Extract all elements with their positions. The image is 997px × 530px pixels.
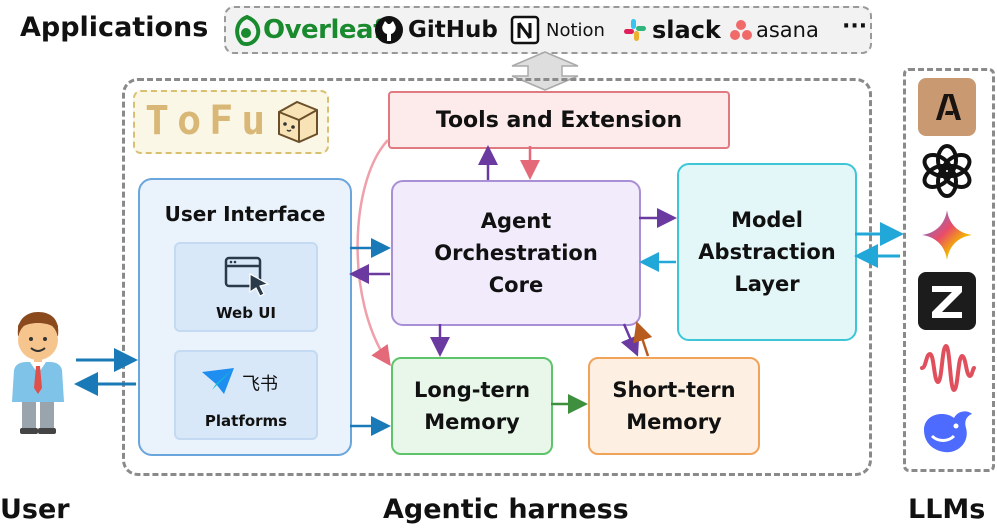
applications-label: Applications bbox=[20, 12, 209, 43]
asana-label: asana bbox=[756, 18, 819, 42]
agentic-harness-container bbox=[122, 78, 872, 476]
user-interface-box[interactable]: User Interface Web UI 飞书 Platforms bbox=[138, 178, 352, 456]
feishu-glyph: 飞书 bbox=[242, 374, 278, 395]
tools-extension-box[interactable]: Tools and Extension bbox=[388, 91, 730, 149]
user-interface-title: User Interface bbox=[164, 202, 326, 226]
github-label: GitHub bbox=[408, 17, 498, 43]
platforms-label: Platforms bbox=[204, 412, 288, 430]
user-avatar-icon bbox=[12, 312, 64, 434]
core-line-2: Orchestration bbox=[434, 241, 598, 265]
model-line-2: Abstraction bbox=[698, 240, 836, 264]
overleaf-label: Overleaf bbox=[263, 15, 384, 45]
agent-orchestration-core-box[interactable]: Agent Orchestration Core bbox=[391, 180, 641, 326]
llms-label: LLMs bbox=[908, 494, 986, 525]
deepseek-icon bbox=[918, 402, 976, 460]
gemini-icon bbox=[918, 206, 976, 264]
slack-app[interactable]: slack bbox=[622, 12, 721, 48]
web-ui-card[interactable]: Web UI bbox=[174, 242, 318, 332]
short-term-memory-box[interactable]: Short-tern Memory bbox=[588, 357, 760, 455]
anthropic-icon bbox=[918, 78, 976, 136]
tools-to-long-term-arrow bbox=[356, 139, 391, 367]
notion-app[interactable]: Notion bbox=[510, 12, 605, 48]
core-to-short-term-arrow bbox=[620, 323, 640, 357]
browser-cursor-icon bbox=[224, 256, 270, 297]
web-ui-label: Web UI bbox=[216, 304, 276, 322]
applications-bar bbox=[224, 6, 872, 54]
short-term-to-core-arrow bbox=[633, 321, 653, 357]
user-label: User bbox=[0, 494, 70, 525]
feishu-icon bbox=[202, 368, 234, 394]
more-apps-ellipsis[interactable]: ··· bbox=[842, 14, 868, 39]
audio-wave-icon bbox=[918, 338, 976, 396]
long-term-line-1: Long-tern bbox=[413, 378, 531, 402]
tofu-mascot-icon bbox=[278, 100, 318, 144]
core-line-1: Agent bbox=[480, 209, 552, 233]
openai-icon bbox=[918, 142, 976, 200]
slack-label: slack bbox=[652, 16, 721, 44]
overleaf-app[interactable]: Overleaf bbox=[232, 12, 384, 48]
asana-app[interactable]: asana bbox=[730, 12, 819, 48]
short-term-line-2: Memory bbox=[626, 410, 722, 434]
tofu-logo-text: ToFu bbox=[145, 98, 274, 144]
llms-container bbox=[903, 68, 995, 472]
zhipu-icon bbox=[918, 272, 976, 330]
overleaf-icon bbox=[235, 14, 261, 46]
long-term-line-2: Memory bbox=[424, 410, 520, 434]
tofu-logo: ToFu bbox=[133, 90, 329, 154]
long-term-memory-box[interactable]: Long-tern Memory bbox=[391, 357, 553, 455]
slack-icon bbox=[624, 19, 646, 41]
asana-icon bbox=[730, 20, 752, 40]
github-app[interactable]: GitHub bbox=[374, 12, 498, 48]
agentic-harness-label: Agentic harness bbox=[383, 494, 629, 525]
model-line-3: Layer bbox=[734, 272, 800, 296]
short-term-line-1: Short-tern bbox=[612, 378, 736, 402]
github-icon bbox=[375, 16, 403, 44]
tools-extension-label: Tools and Extension bbox=[435, 107, 683, 133]
notion-icon bbox=[510, 15, 540, 45]
core-line-3: Core bbox=[488, 273, 544, 297]
model-line-1: Model bbox=[731, 208, 803, 232]
notion-label: Notion bbox=[546, 19, 605, 41]
platforms-card[interactable]: 飞书 Platforms bbox=[174, 350, 318, 440]
